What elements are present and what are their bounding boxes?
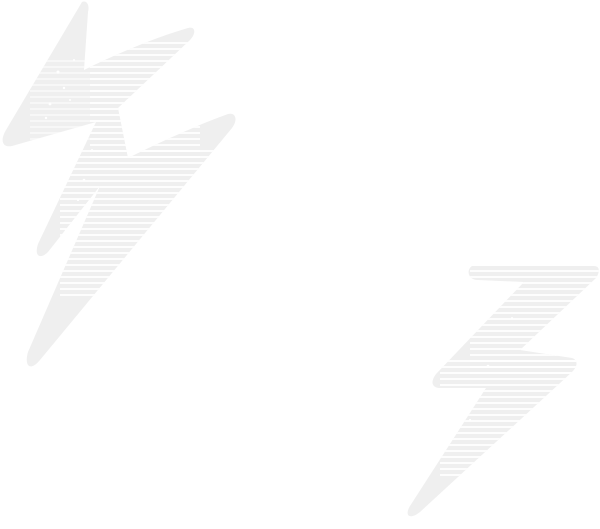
small-bolt-hatching — [440, 268, 599, 476]
large-bolt-specks — [44, 59, 93, 232]
small-bolt-specks — [468, 298, 513, 422]
